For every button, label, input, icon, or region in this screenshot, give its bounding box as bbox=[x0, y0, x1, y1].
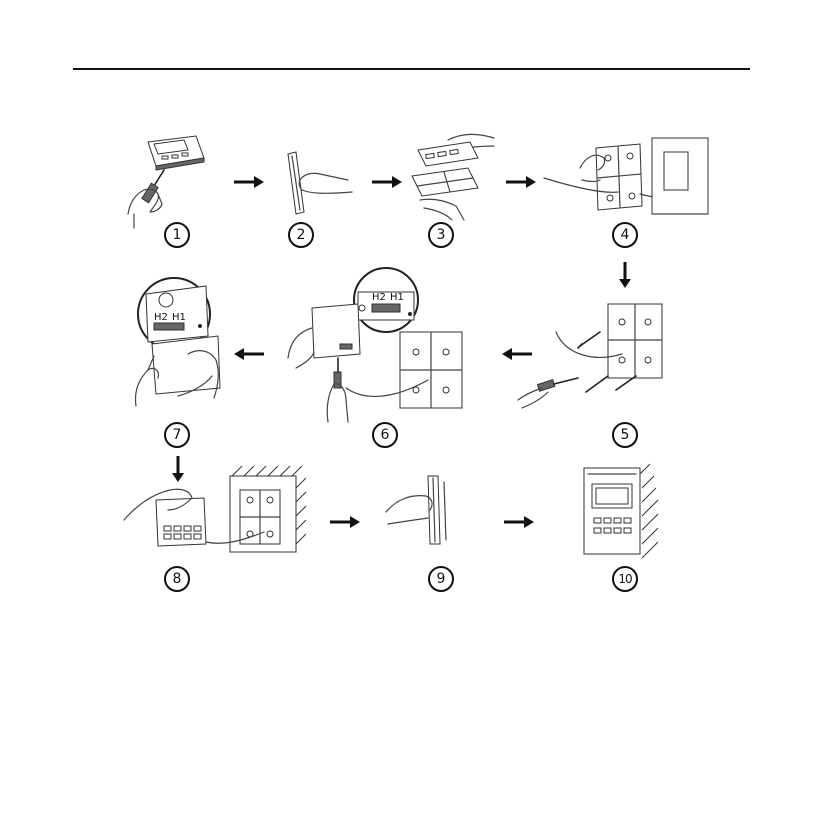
step-number: 4 bbox=[612, 222, 638, 248]
step-number: 7 bbox=[164, 422, 190, 448]
terminal-label-h2: H2 bbox=[154, 312, 168, 323]
screw-icon bbox=[578, 332, 600, 348]
arrow-icon bbox=[619, 262, 631, 288]
step-2-illustration bbox=[278, 150, 358, 216]
step-3-illustration bbox=[404, 124, 500, 222]
terminal-label-h1: H1 bbox=[172, 312, 186, 323]
step-10-illustration bbox=[578, 462, 664, 566]
arrow-icon bbox=[330, 516, 360, 528]
hand-icon bbox=[420, 199, 464, 220]
arrow-icon bbox=[234, 348, 264, 360]
step-number: 2 bbox=[288, 222, 314, 248]
hand-icon bbox=[288, 328, 314, 368]
step-9-illustration bbox=[382, 472, 462, 548]
screw-icon bbox=[586, 376, 608, 392]
screwdriver-icon bbox=[142, 170, 164, 203]
terminal-label-h1: H1 bbox=[390, 292, 404, 303]
step-4-illustration bbox=[540, 134, 710, 220]
step-number: 5 bbox=[612, 422, 638, 448]
step-number: 10 bbox=[612, 566, 638, 592]
step-6-illustration: H2 H1 bbox=[286, 268, 466, 424]
step-number: 1 bbox=[164, 222, 190, 248]
step-8-illustration bbox=[120, 462, 310, 558]
arrow-icon bbox=[504, 516, 534, 528]
hand-icon bbox=[386, 496, 432, 524]
hand-icon bbox=[327, 384, 348, 422]
arrow-icon bbox=[234, 176, 264, 188]
arrow-icon bbox=[372, 176, 402, 188]
step-number: 3 bbox=[428, 222, 454, 248]
step-number: 8 bbox=[164, 566, 190, 592]
arrow-icon bbox=[506, 176, 536, 188]
hand-icon bbox=[299, 173, 352, 193]
header-rule bbox=[73, 68, 750, 70]
step-5-illustration bbox=[516, 302, 666, 412]
step-1-illustration bbox=[120, 128, 220, 230]
terminal-label-h2: H2 bbox=[372, 292, 386, 303]
step-number: 9 bbox=[428, 566, 454, 592]
controller-icon bbox=[148, 136, 204, 170]
screwdriver-icon bbox=[537, 378, 578, 391]
step-7-illustration: H2 H1 bbox=[128, 276, 236, 410]
step-number: 6 bbox=[372, 422, 398, 448]
hand-icon bbox=[518, 388, 548, 408]
